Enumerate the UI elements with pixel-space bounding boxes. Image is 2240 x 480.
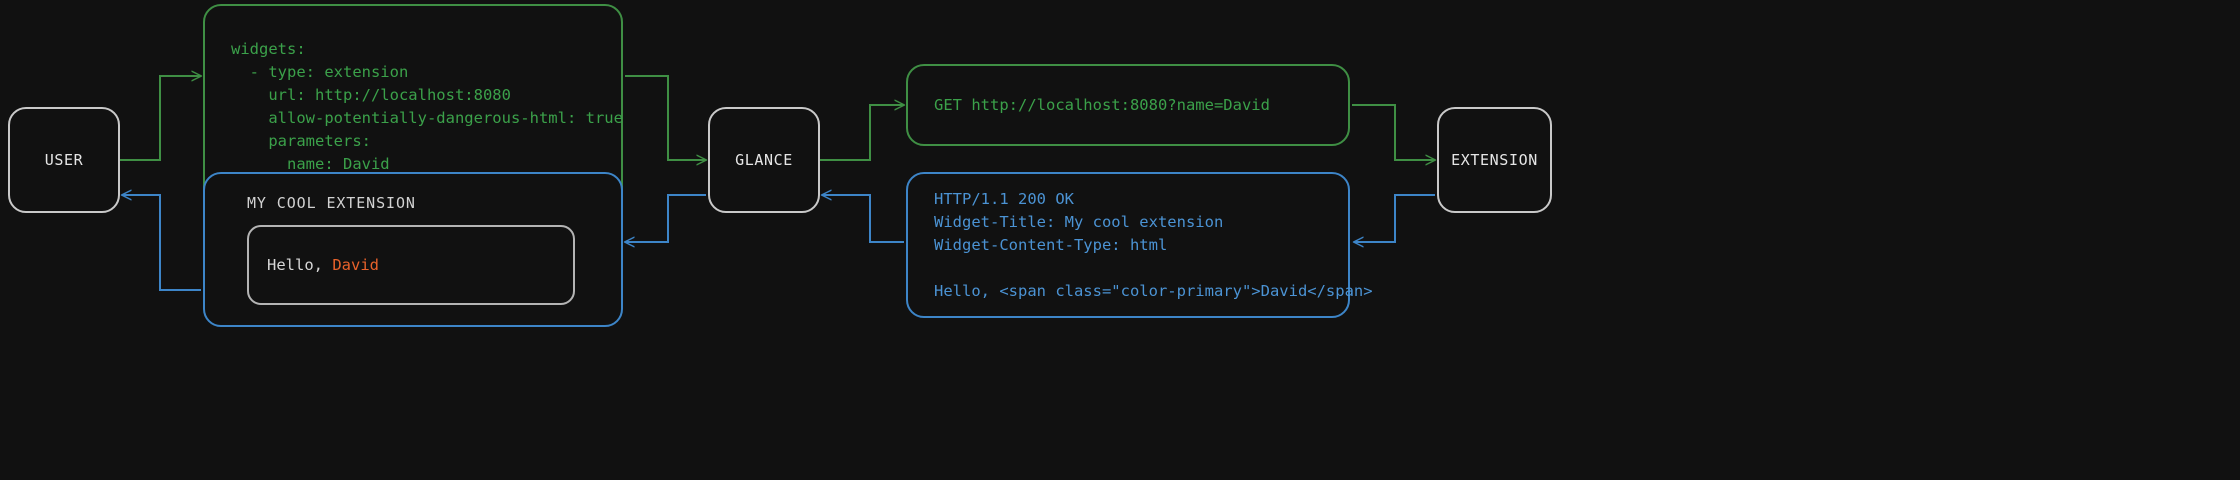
http-response-text: HTTP/1.1 200 OK Widget-Title: My cool ex… xyxy=(934,189,1373,300)
edge-user-to-config xyxy=(120,76,201,161)
node-user[interactable]: USER xyxy=(8,107,120,213)
rendered-widget-greeting: Hello, David xyxy=(249,256,379,274)
greeting-prefix: Hello, xyxy=(267,256,333,274)
edge-glance-to-widget xyxy=(625,194,706,242)
edge-config-to-glance xyxy=(625,75,706,160)
node-glance-label: GLANCE xyxy=(735,151,793,169)
rendered-widget-title: MY COOL EXTENSION xyxy=(247,194,416,212)
http-request-text: GET http://localhost:8080?name=David xyxy=(934,95,1270,114)
edge-request-to-extension xyxy=(1352,104,1435,160)
rendered-widget-body: MY COOL EXTENSION Hello, David xyxy=(205,194,621,305)
config-yaml-text: widgets: - type: extension url: http://l… xyxy=(231,40,623,173)
node-extension[interactable]: EXTENSION xyxy=(1437,107,1552,213)
greeting-accent-name: David xyxy=(332,256,379,274)
message-rendered-widget: MY COOL EXTENSION Hello, David xyxy=(203,172,623,327)
edge-response-to-glance xyxy=(822,195,904,243)
message-http-request: GET http://localhost:8080?name=David xyxy=(906,64,1350,146)
node-glance[interactable]: GLANCE xyxy=(708,107,820,213)
node-user-label: USER xyxy=(44,151,84,169)
edge-extension-to-response xyxy=(1354,194,1435,242)
edge-widget-to-user xyxy=(122,195,201,291)
rendered-widget-card: Hello, David xyxy=(247,225,575,305)
message-http-response: HTTP/1.1 200 OK Widget-Title: My cool ex… xyxy=(906,172,1373,318)
node-extension-label: EXTENSION xyxy=(1451,151,1538,169)
edge-glance-to-request xyxy=(820,105,904,161)
